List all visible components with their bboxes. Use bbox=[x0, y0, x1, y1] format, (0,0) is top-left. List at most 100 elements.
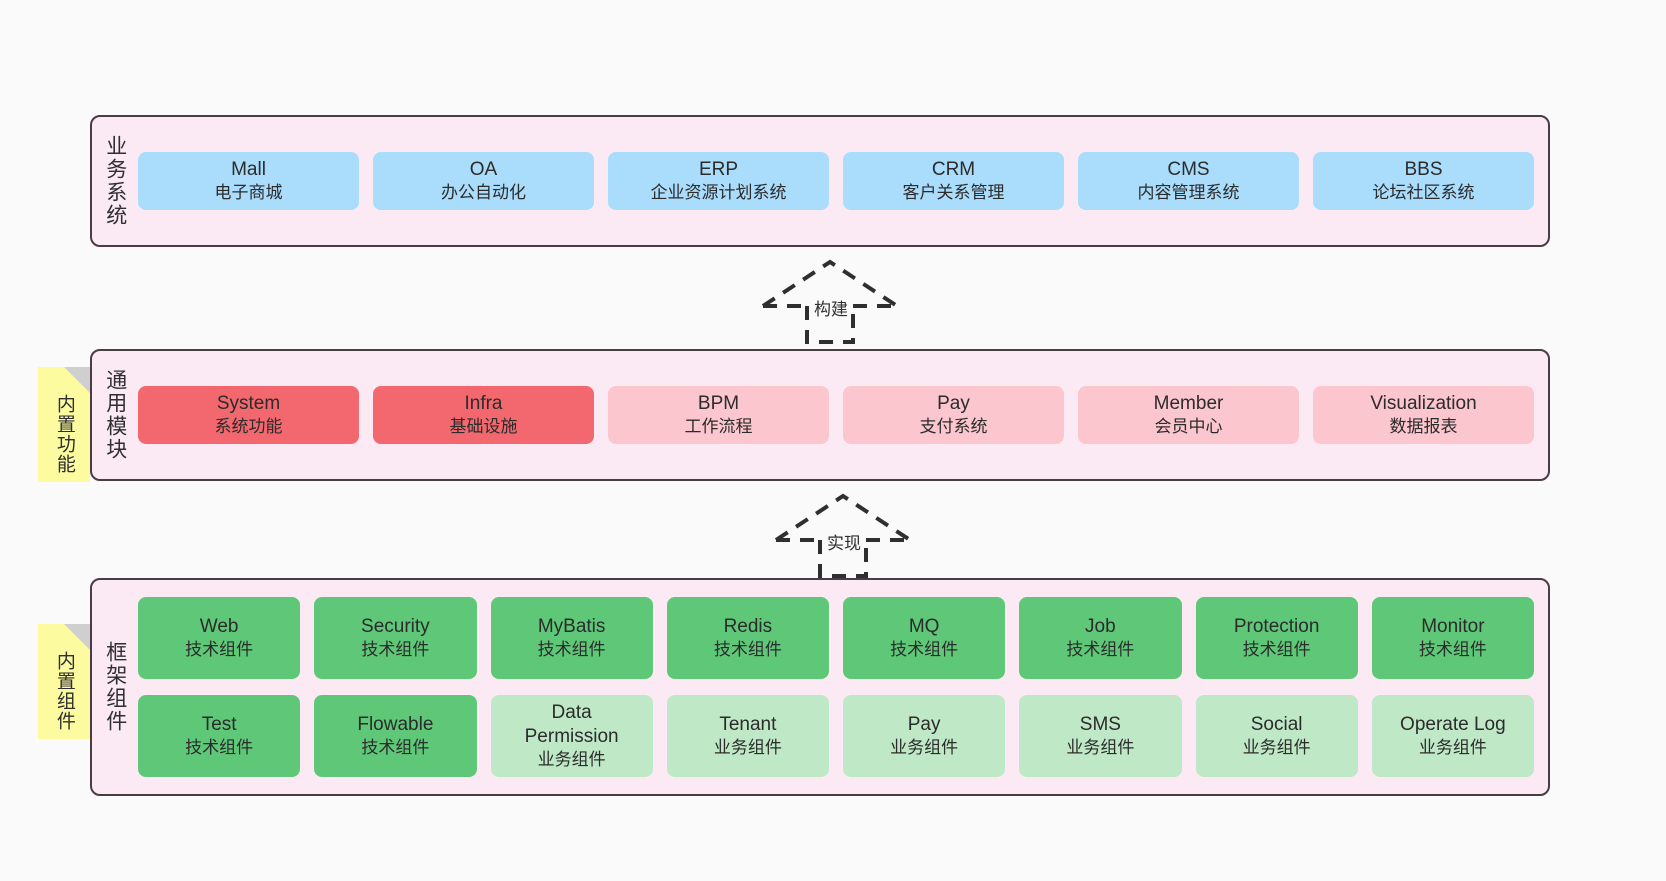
card-pay[interactable]: Pay 支付系统 bbox=[843, 385, 1064, 445]
card-subtitle: 基础设施 bbox=[449, 417, 518, 437]
card-protection[interactable]: Protection 技术组件 bbox=[1195, 597, 1358, 679]
card-mybatis[interactable]: MyBatis 技术组件 bbox=[490, 597, 653, 679]
card-row: System 系统功能 Infra 基础设施 BPM 工作流程 Pay 支付系统… bbox=[138, 385, 1534, 445]
arrow-head bbox=[761, 259, 899, 308]
card-title: MyBatis bbox=[537, 615, 606, 637]
card-visualization[interactable]: Visualization 数据报表 bbox=[1313, 385, 1534, 445]
card-title: MQ bbox=[908, 615, 940, 637]
note-builtin-features: 内置功能 bbox=[38, 367, 90, 482]
connector-build: 构建 bbox=[755, 258, 905, 344]
card-title: BPM bbox=[697, 392, 740, 414]
card-subtitle: 企业资源计划系统 bbox=[650, 183, 787, 203]
note-builtin-components: 内置组件 bbox=[38, 624, 90, 739]
card-cms[interactable]: CMS 内容管理系统 bbox=[1078, 151, 1299, 211]
card-crm[interactable]: CRM 客户关系管理 bbox=[843, 151, 1064, 211]
card-sms[interactable]: SMS 业务组件 bbox=[1019, 695, 1182, 777]
card-title: Redis bbox=[723, 615, 773, 637]
card-title: Mall bbox=[231, 158, 266, 180]
card-title: Web bbox=[199, 615, 239, 637]
card-title: CMS bbox=[1167, 158, 1210, 180]
card-title: Member bbox=[1153, 392, 1224, 414]
note-fold-corner-icon bbox=[64, 367, 90, 393]
card-subtitle: 业务组件 bbox=[890, 738, 959, 758]
layer-title-business-systems: 业务系统 bbox=[103, 135, 127, 227]
arrow-shaft bbox=[818, 540, 868, 578]
card-subtitle: 技术组件 bbox=[1418, 640, 1487, 660]
card-flowable[interactable]: Flowable 技术组件 bbox=[314, 695, 477, 777]
arrow-head bbox=[774, 493, 912, 542]
card-tenant[interactable]: Tenant 业务组件 bbox=[666, 695, 829, 777]
connector-label-implement: 实现 bbox=[824, 528, 864, 555]
card-row: Test 技术组件 Flowable 技术组件 Data Permission … bbox=[138, 695, 1534, 777]
card-title: Flowable bbox=[357, 713, 434, 735]
card-subtitle: 支付系统 bbox=[919, 417, 988, 437]
note-fold-corner-icon bbox=[64, 624, 90, 650]
layer-common-modules: 通用模块 System 系统功能 Infra 基础设施 BPM 工作流程 Pay… bbox=[90, 349, 1550, 481]
card-subtitle: 业务组件 bbox=[1242, 738, 1311, 758]
card-title: Data Permission bbox=[524, 701, 619, 748]
card-system[interactable]: System 系统功能 bbox=[138, 385, 359, 445]
card-subtitle: 内容管理系统 bbox=[1137, 183, 1240, 203]
card-title: Visualization bbox=[1370, 392, 1477, 414]
arrow-shaft bbox=[805, 306, 855, 344]
layer-business-systems: 业务系统 Mall 电子商城 OA 办公自动化 ERP 企业资源计划系统 CRM… bbox=[90, 115, 1550, 247]
layer-body-common-modules: System 系统功能 Infra 基础设施 BPM 工作流程 Pay 支付系统… bbox=[138, 351, 1548, 479]
card-title: BBS bbox=[1404, 158, 1443, 180]
card-member[interactable]: Member 会员中心 bbox=[1078, 385, 1299, 445]
card-infra[interactable]: Infra 基础设施 bbox=[373, 385, 594, 445]
card-subtitle: 技术组件 bbox=[361, 738, 430, 758]
card-bpm[interactable]: BPM 工作流程 bbox=[608, 385, 829, 445]
card-row: Web 技术组件 Security 技术组件 MyBatis 技术组件 Redi… bbox=[138, 597, 1534, 679]
card-title: OA bbox=[469, 158, 498, 180]
card-subtitle: 系统功能 bbox=[214, 417, 283, 437]
card-pay-business[interactable]: Pay 业务组件 bbox=[843, 695, 1006, 777]
card-title: Test bbox=[201, 713, 237, 735]
card-subtitle: 技术组件 bbox=[890, 640, 959, 660]
card-web[interactable]: Web 技术组件 bbox=[138, 597, 301, 679]
layer-body-business-systems: Mall 电子商城 OA 办公自动化 ERP 企业资源计划系统 CRM 客户关系… bbox=[138, 117, 1548, 245]
card-mq[interactable]: MQ 技术组件 bbox=[843, 597, 1006, 679]
card-oa[interactable]: OA 办公自动化 bbox=[373, 151, 594, 211]
card-data-permission[interactable]: Data Permission 业务组件 bbox=[490, 695, 653, 777]
card-title: Security bbox=[361, 615, 430, 637]
card-title: Infra bbox=[464, 392, 503, 414]
card-subtitle: 技术组件 bbox=[185, 640, 254, 660]
card-security[interactable]: Security 技术组件 bbox=[314, 597, 477, 679]
card-erp[interactable]: ERP 企业资源计划系统 bbox=[608, 151, 829, 211]
card-title: Pay bbox=[907, 713, 941, 735]
card-operate-log[interactable]: Operate Log 业务组件 bbox=[1371, 695, 1534, 777]
card-subtitle: 技术组件 bbox=[185, 738, 254, 758]
card-subtitle: 数据报表 bbox=[1389, 417, 1458, 437]
card-bbs[interactable]: BBS 论坛社区系统 bbox=[1313, 151, 1534, 211]
card-title: Protection bbox=[1233, 615, 1320, 637]
card-mall[interactable]: Mall 电子商城 bbox=[138, 151, 359, 211]
card-subtitle: 论坛社区系统 bbox=[1372, 183, 1475, 203]
layer-framework-components: 框架组件 Web 技术组件 Security 技术组件 MyBatis 技术组件… bbox=[90, 578, 1550, 796]
card-redis[interactable]: Redis 技术组件 bbox=[666, 597, 829, 679]
card-monitor[interactable]: Monitor 技术组件 bbox=[1371, 597, 1534, 679]
card-title: Social bbox=[1250, 713, 1303, 735]
card-test[interactable]: Test 技术组件 bbox=[138, 695, 301, 777]
card-subtitle: 技术组件 bbox=[361, 640, 430, 660]
card-subtitle: 业务组件 bbox=[537, 750, 606, 770]
card-title: System bbox=[216, 392, 281, 414]
card-title: SMS bbox=[1079, 713, 1121, 735]
card-subtitle: 办公自动化 bbox=[441, 183, 526, 203]
card-subtitle: 工作流程 bbox=[684, 417, 753, 437]
layer-title-common-modules: 通用模块 bbox=[103, 369, 127, 461]
card-subtitle: 技术组件 bbox=[537, 640, 606, 660]
card-job[interactable]: Job 技术组件 bbox=[1019, 597, 1182, 679]
card-row: Mall 电子商城 OA 办公自动化 ERP 企业资源计划系统 CRM 客户关系… bbox=[138, 151, 1534, 211]
note-label: 内置组件 bbox=[53, 650, 75, 731]
card-subtitle: 技术组件 bbox=[1242, 640, 1311, 660]
card-title: Operate Log bbox=[1400, 713, 1506, 735]
card-subtitle: 电子商城 bbox=[214, 183, 283, 203]
card-subtitle: 技术组件 bbox=[1066, 640, 1135, 660]
card-title: Tenant bbox=[719, 713, 777, 735]
note-label: 内置功能 bbox=[53, 393, 75, 474]
card-social[interactable]: Social 业务组件 bbox=[1195, 695, 1358, 777]
card-subtitle: 客户关系管理 bbox=[902, 183, 1005, 203]
card-title: CRM bbox=[931, 158, 976, 180]
layer-title-framework-components: 框架组件 bbox=[103, 641, 127, 733]
